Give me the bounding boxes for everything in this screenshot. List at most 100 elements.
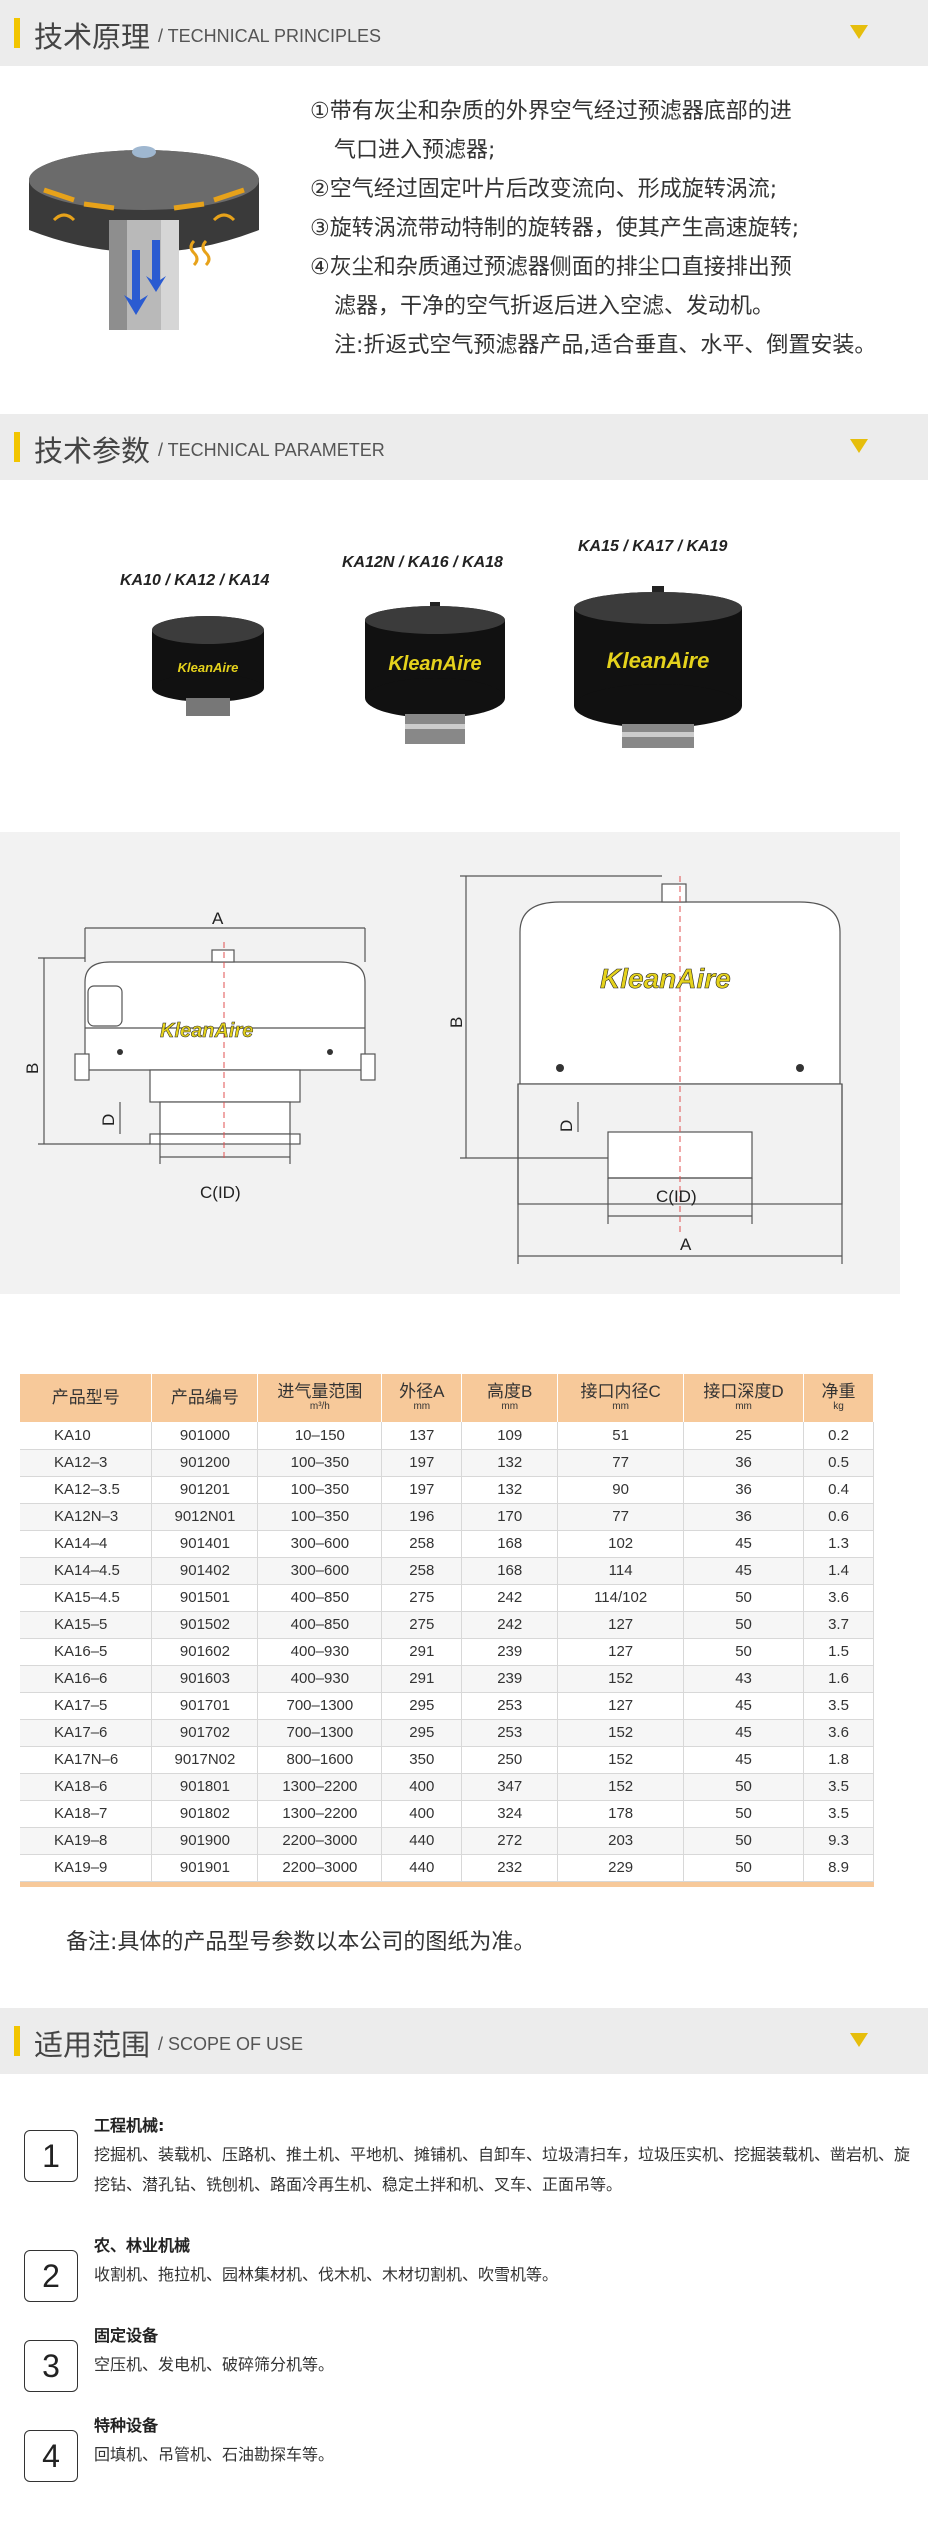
table-cell: 901901 xyxy=(151,1854,259,1882)
table-cell: 901201 xyxy=(151,1476,259,1504)
table-cell: 100–350 xyxy=(257,1503,383,1531)
collapse-triangle-icon[interactable] xyxy=(850,25,868,39)
table-cell: 9017N02 xyxy=(151,1746,259,1774)
collapse-triangle-icon[interactable] xyxy=(850,2033,868,2047)
table-cell: 901401 xyxy=(151,1530,259,1558)
table-cell: KA14–4 xyxy=(20,1530,153,1558)
table-cell: 152 xyxy=(557,1719,685,1747)
dimension-drawing-svg: KleanAire KleanAire A B D C(ID) A B D C(… xyxy=(23,875,843,1264)
table-cell: 178 xyxy=(557,1800,685,1828)
table-cell: KA18–6 xyxy=(20,1773,153,1801)
dimension-label-c: C(ID) xyxy=(656,1187,697,1206)
table-cell: KA18–7 xyxy=(20,1800,153,1828)
scope-title: 工程机械: xyxy=(94,2116,165,2135)
section-title: 适用范围 xyxy=(34,2028,151,2062)
table-cell: KA12–3 xyxy=(20,1449,153,1477)
section-subtitle: / TECHNICAL PARAMETER xyxy=(158,440,385,460)
table-cell: 102 xyxy=(557,1530,685,1558)
principle-line: ①带有灰尘和杂质的外界空气经过预滤器底部的进 xyxy=(310,99,792,124)
accent-bar xyxy=(14,432,20,462)
principle-line: 滤器，干净的空气折返后进入空滤、发动机。 xyxy=(334,294,775,319)
table-cell: 170 xyxy=(461,1503,559,1531)
table-cell: 36 xyxy=(683,1503,804,1531)
scope-description: 回填机、吊管机、石油勘探车等。 xyxy=(94,2445,335,2464)
table-cell: 1300–2200 xyxy=(257,1773,383,1801)
table-cell: KA19–9 xyxy=(20,1854,153,1882)
table-cell: 1300–2200 xyxy=(257,1800,383,1828)
dimension-label-a: A xyxy=(212,909,224,928)
table-cell: 196 xyxy=(381,1503,463,1531)
table-cell: 400–850 xyxy=(257,1611,383,1639)
table-cell: 324 xyxy=(461,1800,559,1828)
section-subtitle: / SCOPE OF USE xyxy=(158,2034,304,2054)
table-cell: 700–1300 xyxy=(257,1692,383,1720)
scope-item: 3 固定设备 空压机、发电机、破碎筛分机等。 xyxy=(24,2322,914,2402)
table-cell: 152 xyxy=(557,1746,685,1774)
table-cell: 2200–3000 xyxy=(257,1827,383,1855)
collapse-triangle-icon[interactable] xyxy=(850,439,868,453)
table-cell: 700–1300 xyxy=(257,1719,383,1747)
product-label: KA15 / KA17 / KA19 xyxy=(578,538,728,555)
table-cell: KA15–4.5 xyxy=(20,1584,153,1612)
dimension-label-c: C(ID) xyxy=(200,1183,241,1202)
table-cell: 77 xyxy=(557,1449,685,1477)
table-cell: 901502 xyxy=(151,1611,259,1639)
table-cell: 50 xyxy=(683,1773,804,1801)
product-image-ka10: KleanAire xyxy=(152,616,264,716)
principle-line: ③旋转涡流带动特制的旋转器，使其产生高速旋转; xyxy=(310,216,800,241)
table-cell: 250 xyxy=(461,1746,559,1774)
table-cell: 100–350 xyxy=(257,1476,383,1504)
table-cell: 901200 xyxy=(151,1449,259,1477)
table-cell: 0.2 xyxy=(803,1422,875,1450)
section-subtitle: / TECHNICAL PRINCIPLES xyxy=(158,26,382,46)
table-cell: 203 xyxy=(557,1827,685,1855)
table-cell: 0.4 xyxy=(803,1476,875,1504)
table-note: 备注:具体的产品型号参数以本公司的图纸为准。 xyxy=(66,1930,536,1955)
table-cell: 400–930 xyxy=(257,1638,383,1666)
accent-bar xyxy=(14,2026,20,2056)
section-header-scope: 适用范围 / SCOPE OF USE xyxy=(0,2008,928,2074)
table-cell: 275 xyxy=(381,1611,463,1639)
table-cell: 127 xyxy=(557,1692,685,1720)
table-cell: 253 xyxy=(461,1692,559,1720)
table-cell: 3.6 xyxy=(803,1584,875,1612)
table-cell: 440 xyxy=(381,1827,463,1855)
table-cell: 114 xyxy=(557,1557,685,1585)
table-cell: 25 xyxy=(683,1422,804,1450)
table-cell: 168 xyxy=(461,1557,559,1585)
table-cell: 242 xyxy=(461,1584,559,1612)
brand-logo: KleanAire xyxy=(160,1020,253,1042)
column-header: 产品编号 xyxy=(151,1374,259,1422)
accent-bar xyxy=(14,18,20,48)
table-cell: 2200–3000 xyxy=(257,1854,383,1882)
table-cell: 50 xyxy=(683,1827,804,1855)
principle-line: ④灰尘和杂质通过预滤器侧面的排尘口直接排出预 xyxy=(310,255,792,280)
table-cell: KA12–3.5 xyxy=(20,1476,153,1504)
principle-line: 气口进入预滤器; xyxy=(334,138,496,163)
table-cell: 901900 xyxy=(151,1827,259,1855)
table-cell: 440 xyxy=(381,1854,463,1882)
table-cell: 50 xyxy=(683,1584,804,1612)
table-cell: 3.5 xyxy=(803,1800,875,1828)
dimension-label-b: B xyxy=(447,1017,466,1028)
scope-number-badge: 3 xyxy=(24,2340,78,2392)
product-image-ka19: KleanAire xyxy=(574,586,742,748)
table-cell: 50 xyxy=(683,1611,804,1639)
table-cell: 258 xyxy=(381,1530,463,1558)
table-cell: 9012N01 xyxy=(151,1503,259,1531)
scope-number-badge: 2 xyxy=(24,2250,78,2302)
table-cell: 242 xyxy=(461,1611,559,1639)
table-cell: 3.6 xyxy=(803,1719,875,1747)
table-cell: 291 xyxy=(381,1638,463,1666)
